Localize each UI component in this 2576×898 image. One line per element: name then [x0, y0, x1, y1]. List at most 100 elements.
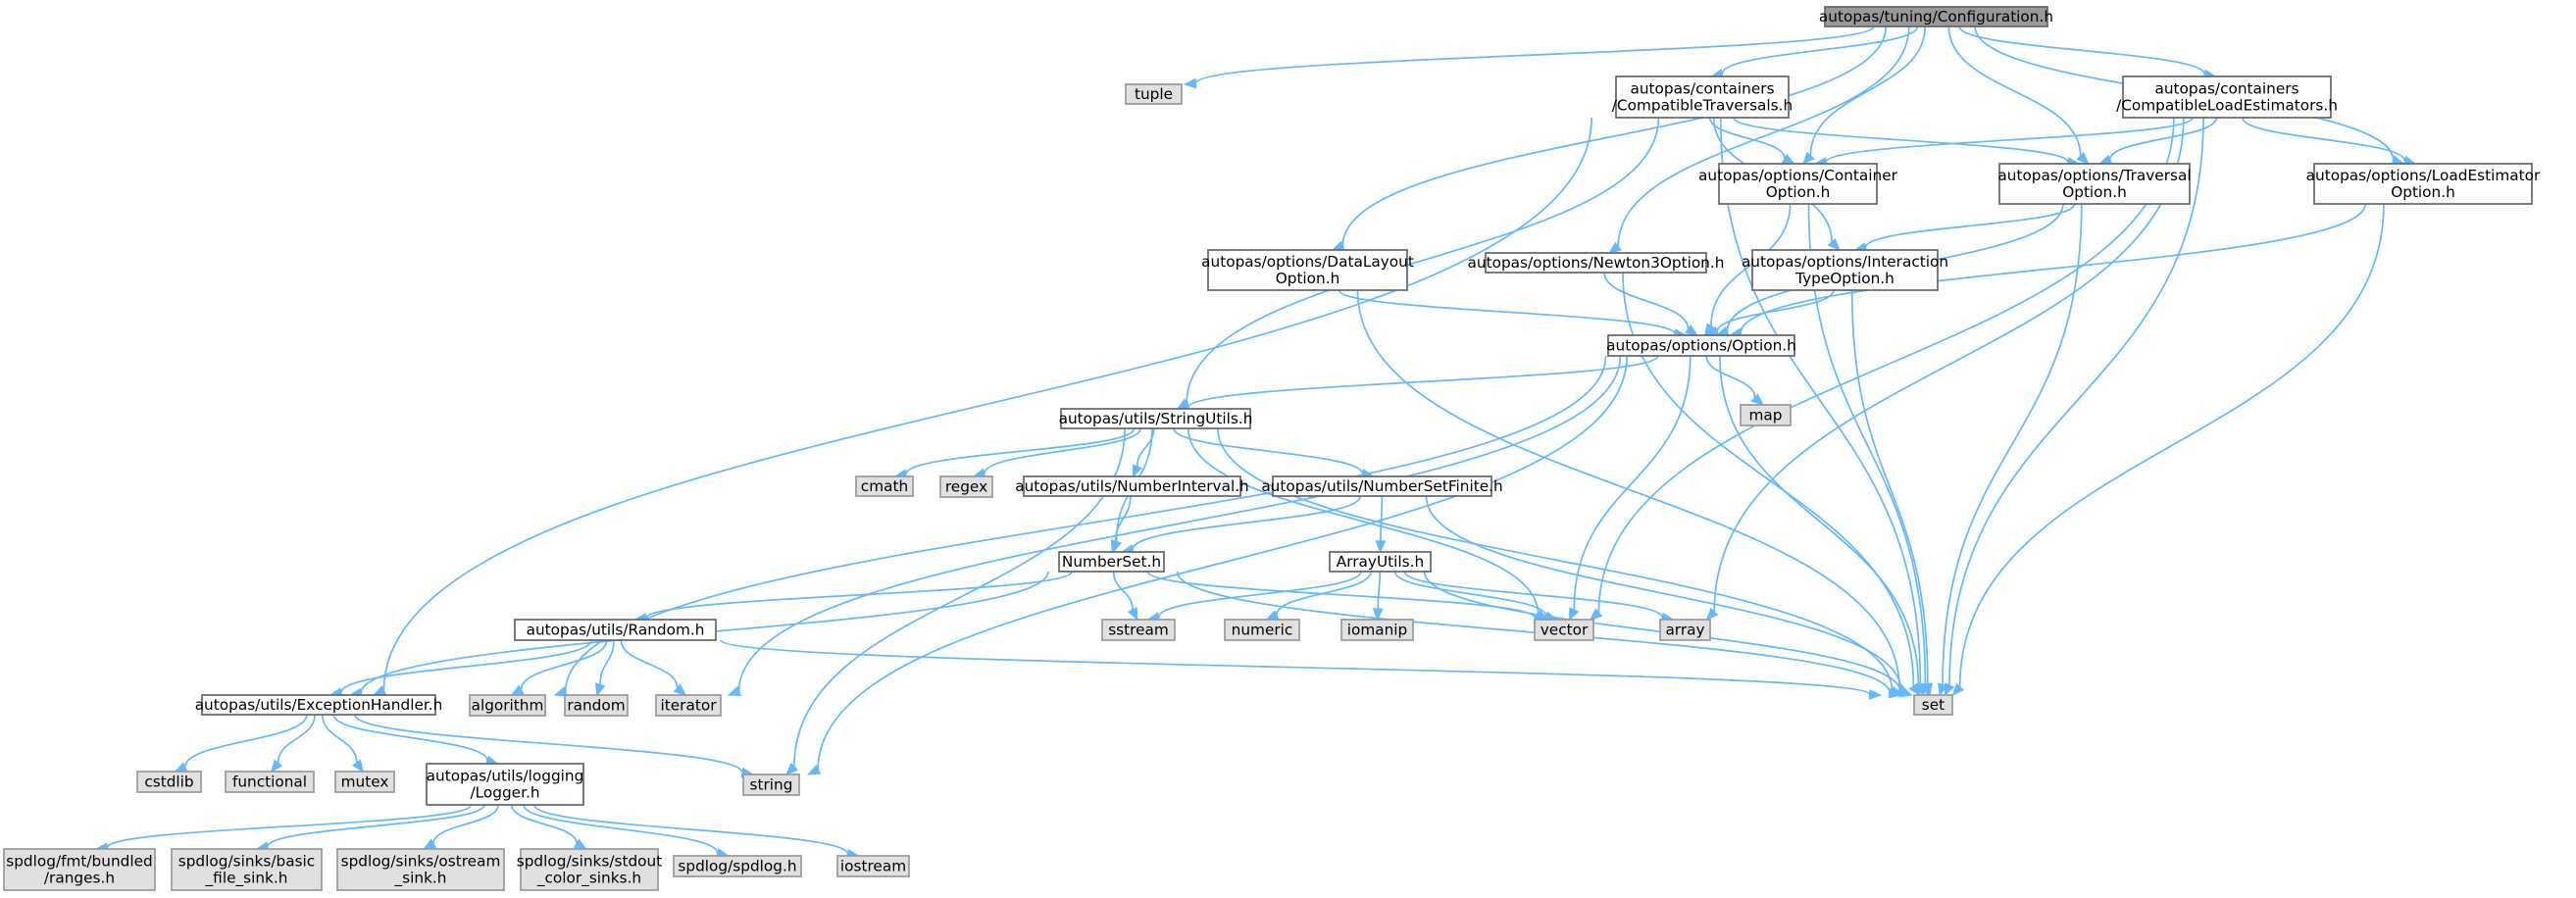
- node-label-array: array: [1665, 622, 1704, 639]
- node-cfg[interactable]: autopas/tuning/Configuration.h: [1819, 6, 2053, 27]
- node-rnd[interactable]: autopas/utils/Random.h: [514, 619, 717, 641]
- node-label-cmath: cmath: [861, 477, 908, 495]
- node-ns[interactable]: NumberSet.h: [1058, 551, 1165, 573]
- edge-cle-to-co: [1825, 117, 2194, 164]
- arrowhead-n3-to-opt: [1685, 324, 1699, 336]
- node-label-iterator: iterator: [661, 697, 718, 715]
- node-box-mutex: [334, 771, 395, 793]
- edge-ns-to-set: [1176, 571, 1891, 694]
- node-box-cfg: [1824, 6, 2048, 27]
- node-label-oss: spdlog/sinks/ostream: [341, 853, 501, 871]
- node-box-to: [1998, 163, 2191, 205]
- node-box-algorithm: [469, 694, 546, 717]
- edge-cle-to-leo: [2242, 117, 2406, 162]
- edge-to-to-set: [1942, 203, 2083, 685]
- edge-cle-to-vector: [1597, 117, 2175, 613]
- arrowhead-rnd-to-random: [595, 682, 606, 697]
- node-label-cstdlib: cstdlib: [144, 773, 193, 791]
- arrowhead-su-to-string: [785, 762, 799, 776]
- edge-ito-to-opt: [1716, 289, 1835, 332]
- node-box-set: [1913, 694, 1953, 716]
- node-algorithm: algorithm: [469, 694, 546, 717]
- node-box-ito: [1751, 249, 1939, 291]
- node-label-ct: autopas/containers: [1630, 80, 1774, 98]
- node-cle[interactable]: autopas/containers/CompatibleLoadEstimat…: [2116, 75, 2338, 119]
- node-label-bfs: spdlog/sinks/basic: [178, 853, 315, 871]
- arrowhead-to-to-set: [1938, 682, 1948, 697]
- edge-logger-to-spd: [523, 804, 719, 854]
- edge-cle-to-array: [1713, 117, 2185, 613]
- node-label-rnd: autopas/utils/Random.h: [527, 622, 705, 639]
- node-box-nsf: [1272, 475, 1492, 497]
- node-array: array: [1659, 619, 1711, 641]
- node-label-co: autopas/options/Container: [1698, 167, 1898, 184]
- edge-n3-to-opt: [1603, 272, 1690, 329]
- node-label-dlo: Option.h: [1276, 270, 1340, 287]
- node-eh[interactable]: autopas/utils/ExceptionHandler.h: [195, 694, 443, 716]
- node-box-eh: [201, 694, 436, 716]
- node-box-vector: [1534, 619, 1594, 641]
- node-regex: regex: [939, 475, 993, 498]
- edge-su-to-nsf: [1173, 427, 1364, 474]
- node-logger[interactable]: autopas/utils/logging/Logger.h: [426, 763, 584, 806]
- node-iomanip: iomanip: [1340, 619, 1414, 641]
- node-label-co: Option.h: [1766, 183, 1831, 201]
- node-au[interactable]: ArrayUtils.h: [1329, 551, 1432, 573]
- edge-opt-to-vector: [1573, 355, 1692, 611]
- node-ni[interactable]: autopas/utils/NumberInterval.h: [1015, 475, 1249, 497]
- node-box-spd: [673, 855, 802, 877]
- edge-opt-to-su: [1187, 355, 1659, 409]
- node-box-rnd: [514, 619, 717, 641]
- node-label-eh: autopas/utils/ExceptionHandler.h: [195, 696, 443, 714]
- arrowhead-leo-to-set: [1951, 682, 1965, 697]
- node-box-ns: [1058, 551, 1165, 573]
- node-label-string: string: [750, 776, 793, 794]
- arrowhead-opt-to-iterator: [727, 685, 742, 696]
- edge-to-to-ito: [1864, 203, 2076, 249]
- node-box-regex: [939, 475, 993, 498]
- node-box-sstream: [1101, 619, 1176, 641]
- node-box-string: [742, 773, 800, 796]
- node-cmath: cmath: [855, 475, 914, 497]
- edge-co-to-opt: [1710, 203, 1792, 326]
- edge-cfg-to-n3: [1617, 25, 1910, 247]
- node-spd: spdlog/spdlog.h: [673, 855, 802, 877]
- node-iterator: iterator: [655, 694, 722, 717]
- edge-opt-to-set: [1719, 355, 1920, 686]
- arrowhead-rnd-to-set: [1868, 689, 1883, 700]
- node-label-leo: autopas/options/LoadEstimator: [2306, 167, 2541, 184]
- node-nsf[interactable]: autopas/utils/NumberSetFinite.h: [1261, 475, 1503, 497]
- edge-nsf-to-au: [1380, 495, 1384, 542]
- node-box-functional: [225, 771, 315, 793]
- edge-eh-to-cstdlib: [183, 714, 308, 768]
- node-n3[interactable]: autopas/options/Newton3Option.h: [1468, 252, 1725, 274]
- edge-cfg-to-to: [1947, 25, 2082, 157]
- edge-logger-to-fmt: [106, 804, 473, 849]
- node-su[interactable]: autopas/utils/StringUtils.h: [1059, 408, 1253, 429]
- node-ct[interactable]: autopas/containers/CompatibleTraversals.…: [1612, 75, 1793, 119]
- node-label-opt: autopas/options/Option.h: [1606, 337, 1796, 355]
- node-map: map: [1740, 404, 1792, 426]
- node-box-iostream: [836, 855, 910, 877]
- node-box-logger: [426, 763, 584, 806]
- edge-au-to-vector: [1393, 571, 1547, 618]
- arrowhead-ct-to-ito: [1827, 237, 1841, 252]
- edge-logger-to-oss: [432, 804, 499, 844]
- node-box-oss: [336, 848, 505, 891]
- node-label-su: autopas/utils/StringUtils.h: [1059, 410, 1253, 427]
- edge-nsf-to-set: [1425, 495, 1902, 691]
- edge-eh-to-mutex: [321, 714, 358, 764]
- edge-eh-to-string: [354, 714, 744, 773]
- node-box-n3: [1485, 252, 1707, 274]
- node-label-mutex: mutex: [341, 773, 389, 791]
- edges-layer: [94, 25, 2417, 860]
- node-opt[interactable]: autopas/options/Option.h: [1606, 334, 1796, 357]
- edge-ct-to-co: [1708, 117, 1786, 159]
- edge-cfg-to-tuple: [1194, 25, 1875, 84]
